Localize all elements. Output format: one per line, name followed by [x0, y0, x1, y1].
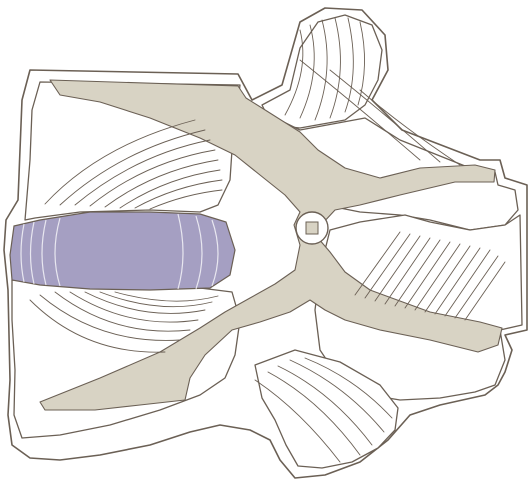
facet-joint-center	[306, 222, 318, 234]
intervertebral-disc	[10, 212, 235, 290]
